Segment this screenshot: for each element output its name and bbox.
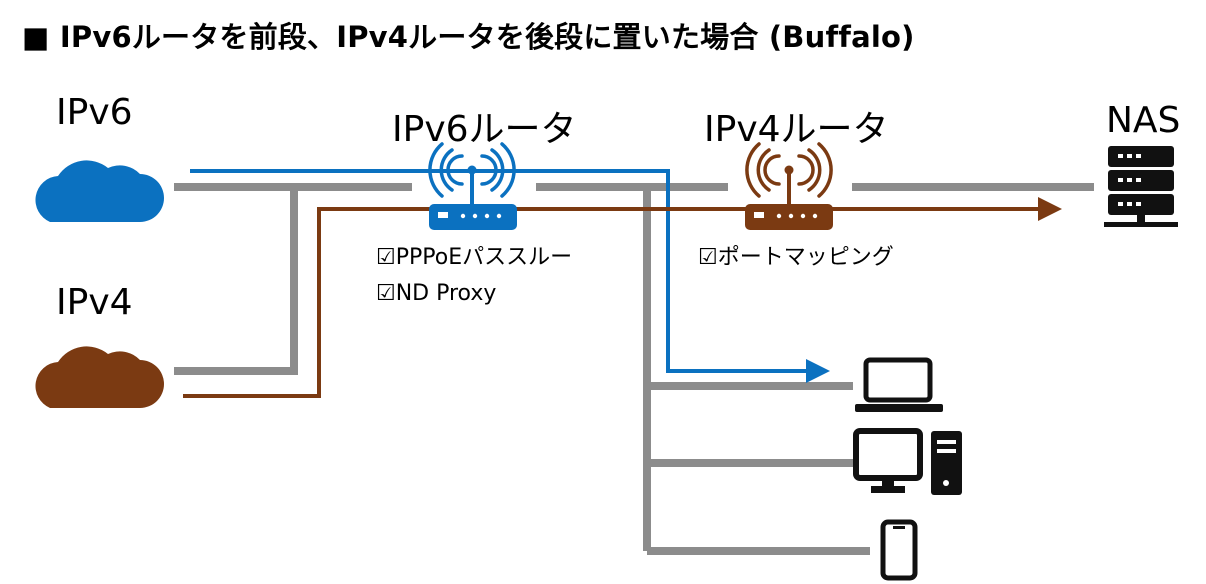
smartphone-icon xyxy=(880,519,918,581)
server-icon xyxy=(1104,146,1178,227)
wifi-router-icon xyxy=(745,142,833,230)
ipv6-router-option-2: ☑ND Proxy xyxy=(376,281,497,306)
cloud-icon xyxy=(35,160,164,222)
nas-label: NAS xyxy=(1106,100,1181,141)
ipv4-router-label: IPv4ルータ xyxy=(704,109,889,150)
ipv6-traffic-path xyxy=(190,169,830,383)
ipv4-cloud-label: IPv4 xyxy=(56,282,133,323)
ipv4-traffic-path xyxy=(183,197,1062,398)
laptop-icon xyxy=(855,357,943,412)
ipv6-router-label: IPv6ルータ xyxy=(392,109,577,150)
lan-cables xyxy=(174,183,1094,555)
ipv4-router-option-1: ☑ポートマッピング xyxy=(698,245,894,270)
cable-ipv4-to-router xyxy=(174,187,298,375)
cloud-icon xyxy=(35,346,164,408)
desktop-pc-icon xyxy=(853,428,962,495)
ipv6-router-option-1: ☑PPPoEパススルー xyxy=(376,245,573,270)
wifi-router-icon xyxy=(428,142,517,230)
ipv6-cloud-label: IPv6 xyxy=(56,92,133,133)
diagram-title: ■ IPv6ルータを前段、IPv4ルータを後段に置いた場合 (Buffalo) xyxy=(22,20,915,54)
